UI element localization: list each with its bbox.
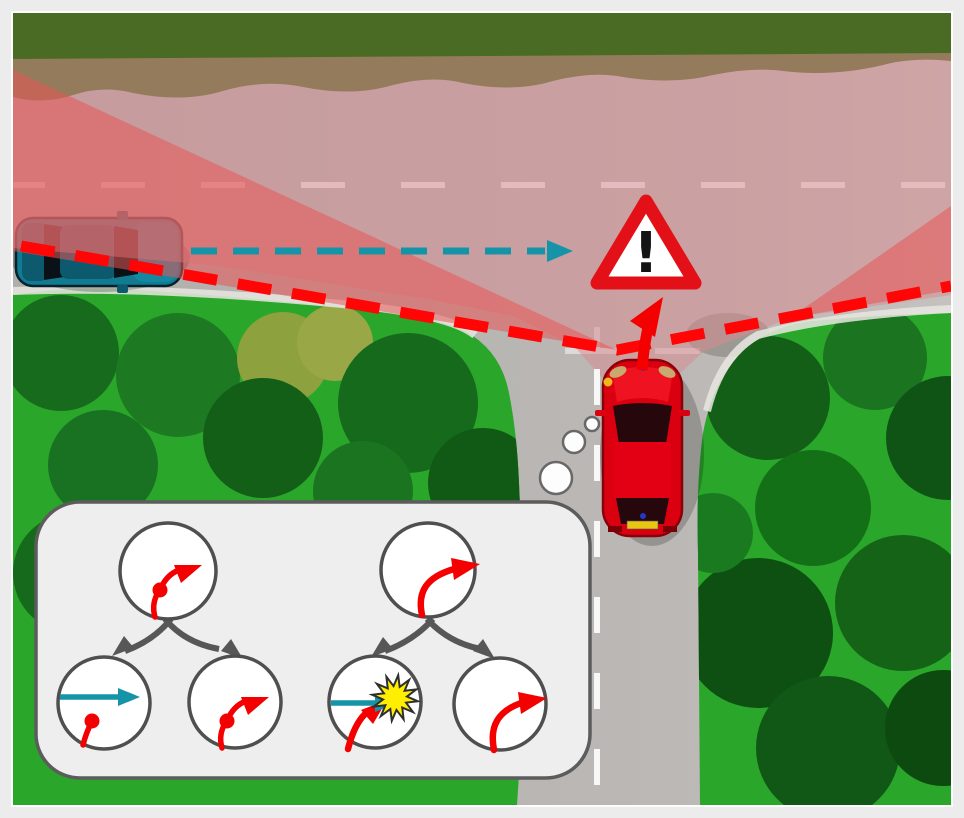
car-mirror	[679, 410, 690, 416]
other-car-motifs	[60, 694, 377, 706]
car-taillight	[663, 526, 677, 532]
plan-arrow-head	[241, 697, 269, 715]
plan-arrow-head	[518, 692, 547, 714]
warning-sign-glyph: !	[633, 221, 659, 286]
tree-canopy	[706, 336, 830, 460]
tree-canopy	[203, 378, 323, 498]
car-headlight	[658, 366, 676, 378]
tree-canopy	[823, 313, 927, 410]
plan-arrow-head	[174, 565, 202, 583]
scene-frame: !	[11, 11, 953, 807]
node-plan-stop-then-turn	[118, 521, 218, 621]
starburst-shape	[368, 671, 422, 725]
intent-arrow-head	[547, 240, 573, 262]
node-plan-turn-immediately	[379, 521, 477, 619]
motif-curve	[489, 699, 525, 754]
node-turn-after-stop	[187, 654, 283, 750]
motif-curve	[417, 565, 458, 619]
car-mirror	[595, 410, 606, 416]
stop-dot	[84, 713, 100, 729]
tree-canopy	[48, 410, 158, 520]
occlusion-wedge-left	[13, 70, 617, 350]
branch-curve	[424, 616, 482, 652]
trail-circle	[583, 415, 601, 433]
car-rear-window	[616, 498, 669, 524]
ego-arrow-shaft	[636, 326, 654, 371]
warning-sign: !	[590, 194, 702, 290]
tree-canopy	[697, 493, 753, 573]
license-plate	[626, 520, 659, 530]
other-motif-head	[118, 688, 140, 706]
scene-canvas: !	[13, 13, 951, 805]
ego-vehicle-red-car	[595, 358, 704, 546]
tree-canopy	[338, 333, 478, 473]
kerb-strip-right	[703, 305, 951, 412]
trail-circle	[538, 460, 574, 496]
tree-branch-heads	[112, 636, 495, 659]
tree-canopy	[697, 558, 833, 708]
trail-circle	[561, 429, 587, 455]
car-roof	[614, 442, 671, 498]
branch-arrow-head	[371, 637, 393, 657]
car-hood	[612, 367, 673, 402]
tree-canopy	[755, 450, 871, 566]
tree-canopy	[885, 670, 951, 786]
tree-canopy	[835, 535, 951, 671]
traffic-scene: !	[13, 13, 951, 805]
thought-bubble	[34, 500, 592, 780]
car-indicator	[603, 377, 613, 387]
warning-triangle	[590, 194, 702, 290]
thought-bubble-trail	[538, 415, 601, 496]
branch-arrow-head	[221, 639, 243, 659]
ego-intent-arrow	[630, 297, 663, 371]
car-headlight	[609, 366, 627, 378]
branch-arrow-head	[473, 639, 495, 659]
node-other-car-passes	[56, 655, 152, 751]
stop-dot	[152, 582, 168, 598]
branch-arrow-head	[112, 636, 134, 656]
motif-curve	[344, 710, 369, 753]
car-mirror	[117, 285, 128, 293]
car-badge-rear	[640, 513, 646, 519]
tree-canopy	[886, 376, 951, 500]
occluded-road-overlay	[13, 53, 951, 392]
other-vehicle-intent-arrow	[191, 240, 573, 262]
collision-starburst	[368, 671, 422, 725]
ego-arrow-head	[630, 297, 663, 337]
branch-curve	[162, 617, 220, 652]
tree-canopy	[756, 676, 900, 805]
tree-canopy	[116, 313, 240, 437]
car-taillight	[608, 526, 622, 532]
node-turn-completed	[452, 656, 548, 752]
car-windshield	[613, 403, 672, 444]
tree-canopy	[13, 295, 119, 411]
plan-arrow-head	[451, 558, 480, 580]
stop-dot	[219, 713, 235, 729]
right-greenery	[697, 313, 951, 805]
sight-line-red-dashed	[20, 240, 951, 356]
